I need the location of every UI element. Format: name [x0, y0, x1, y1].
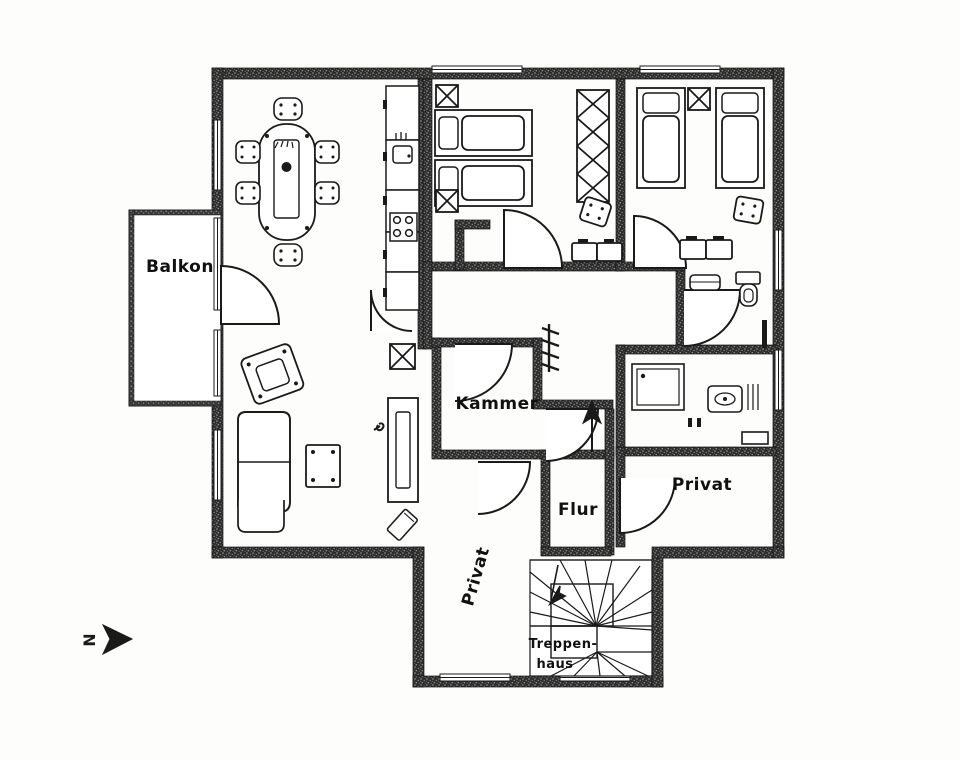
room-label-flur: Flur	[558, 500, 598, 520]
room-label-privat-right: Privat	[672, 475, 732, 495]
dining-set	[258, 123, 316, 241]
bathroom-upper-fixtures	[689, 271, 767, 348]
kitchen-units	[383, 85, 420, 311]
stair-start-arrow	[547, 564, 567, 606]
winder-staircase	[529, 559, 653, 677]
compass-label-north: N	[80, 633, 99, 646]
bedroom-centre-furniture	[434, 84, 623, 262]
room-label-treppenhaus-line1: Treppen-	[529, 637, 598, 652]
windows	[213, 65, 783, 682]
entry-direction-arrow	[581, 399, 603, 452]
room-label-kammer: Kammer	[456, 394, 539, 414]
room-label-balkon: Balkon	[146, 257, 214, 277]
balcony-structure	[128, 209, 222, 407]
north-arrow-icon: N	[80, 623, 134, 656]
kitchen-sink-icon	[392, 132, 413, 164]
loft-ladder-icon	[541, 324, 560, 372]
living-room-furniture	[237, 343, 419, 541]
kitchen-stove-icon	[389, 212, 418, 242]
bathroom-lower-fixtures	[631, 363, 769, 445]
room-label-treppenhaus-line2: haus	[536, 657, 573, 672]
bedroom-right-furniture	[636, 87, 765, 260]
dining-chairs	[235, 97, 340, 267]
